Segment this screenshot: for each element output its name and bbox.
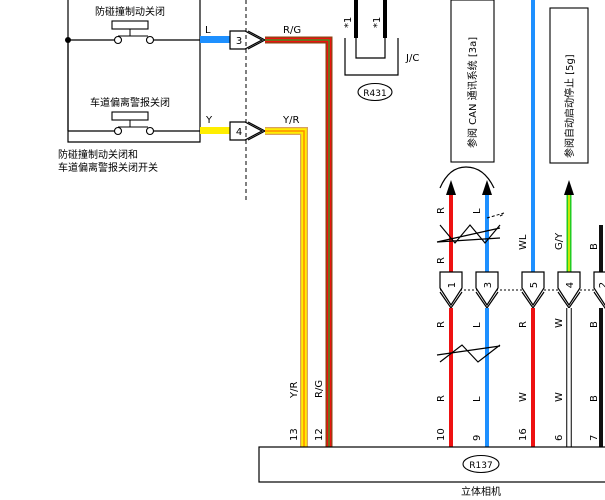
switch-box-caption-2: 车道偏离警报关闭开关 xyxy=(58,161,158,174)
bottom-wire-label-3: W xyxy=(518,392,529,402)
connector-pin-3: 3 xyxy=(229,30,267,50)
mid-pin-5: 5 xyxy=(529,282,540,288)
twisted-pair-upper xyxy=(436,224,501,244)
camera-name: 立体相机 xyxy=(461,485,501,498)
twisted-pair-lower xyxy=(436,344,501,363)
upper-wire-label-3: WL xyxy=(518,234,529,250)
bottom-wire-label-4: W xyxy=(554,392,565,402)
wire-YR-bottom-label: Y/R xyxy=(289,382,300,399)
lower-wire-label-2: L xyxy=(472,322,483,328)
junction-connector: *1 *1 J/C R431 xyxy=(343,0,419,102)
lower-wire-label-4: W xyxy=(554,318,565,328)
switch1-actuator xyxy=(111,20,149,30)
upper-wire-label-1: R xyxy=(436,207,447,214)
mid-connector-5: 5 xyxy=(521,271,545,310)
bottom-wire-label-2: L xyxy=(472,396,483,402)
mid-connector-2: 2 xyxy=(593,271,605,310)
mid-connector-4: 4 xyxy=(557,271,581,310)
bottom-wire-label-1: R xyxy=(436,395,447,402)
switch2-actuator xyxy=(111,111,149,121)
right-wires: R L WL G/Y B R 1 3 5 4 xyxy=(436,0,605,447)
camera-pin-13: 13 xyxy=(289,428,300,441)
camera-pin-16: 16 xyxy=(518,428,529,441)
jc-label: J/C xyxy=(405,53,419,64)
wire-YR xyxy=(265,128,307,447)
jc-ref: R431 xyxy=(363,89,386,99)
upper-wire-label-5: B xyxy=(589,243,600,250)
wire-L xyxy=(200,36,230,43)
mid-pin-4: 4 xyxy=(565,282,576,288)
wire-L-label: L xyxy=(205,25,211,36)
switch-box-caption-1: 防碰撞制动关闭和 xyxy=(58,148,138,161)
camera-pin-6: 6 xyxy=(554,435,565,441)
wire-YR-stripe xyxy=(265,130,305,447)
camera-pin-9: 9 xyxy=(472,435,483,441)
mid-pin-1: 1 xyxy=(447,282,458,288)
ref-autostop-box: 参阅自动启动停止 [5g] xyxy=(549,7,589,164)
ref-autostop-text: 参阅自动启动停止 [5g] xyxy=(563,54,576,158)
ref-can-box: 参阅 CAN 通讯系统 [3a] xyxy=(450,0,495,163)
mid-connector-1: 1 xyxy=(439,271,463,310)
mid-connector-3: 3 xyxy=(475,271,499,310)
jc-mark-2: *1 xyxy=(372,17,383,28)
lower-wire-label-3: R xyxy=(518,321,529,328)
switch2-label: 车道偏离警报关闭 xyxy=(90,96,170,109)
upper-wire-label-2: L xyxy=(472,208,483,214)
wire-RG-bottom-label: R/G xyxy=(314,380,325,398)
camera-pins: 13 12 10 9 16 6 7 xyxy=(289,428,600,441)
camera-pin-12: 12 xyxy=(314,428,325,441)
wire-RG-top-label: R/G xyxy=(283,25,301,36)
bottom-wire-label-5: B xyxy=(589,395,600,402)
switch1-label: 防碰撞制动关闭 xyxy=(95,5,165,18)
pin-4-number: 4 xyxy=(236,127,242,138)
mid-pin-2: 2 xyxy=(598,282,605,288)
left-wires: L Y 3 4 R/G Y/R Y/R R/G xyxy=(200,0,333,447)
wire-YR-outline xyxy=(265,127,308,447)
switch-box: 防碰撞制动关闭 车道偏离警报关闭 防碰撞制动关闭和 车道偏离警报关闭开关 xyxy=(58,0,201,174)
connector-pin-4: 4 xyxy=(229,121,267,141)
camera-box: R137 立体相机 xyxy=(258,446,605,498)
can-arc xyxy=(439,166,495,189)
mid-pin-3: 3 xyxy=(483,282,494,288)
wire-Y-label: Y xyxy=(205,115,213,126)
pin-3-number: 3 xyxy=(236,36,242,47)
camera-pin-7: 7 xyxy=(589,435,600,441)
camera-pin-10: 10 xyxy=(436,428,447,441)
jc-mark-1: *1 xyxy=(343,17,354,28)
wire-Y xyxy=(200,127,230,134)
upper-wire-label-1b: R xyxy=(436,257,447,264)
ref-can-text: 参阅 CAN 通讯系统 [3a] xyxy=(466,37,479,148)
camera-ref: R137 xyxy=(469,461,492,471)
wire-YR-top-label: Y/R xyxy=(282,115,299,126)
lower-wire-label-5: B xyxy=(589,321,600,328)
wire-RG-stripe xyxy=(265,39,330,447)
upper-wire-label-4: G/Y xyxy=(554,232,565,250)
lower-wire-label-1: R xyxy=(436,321,447,328)
